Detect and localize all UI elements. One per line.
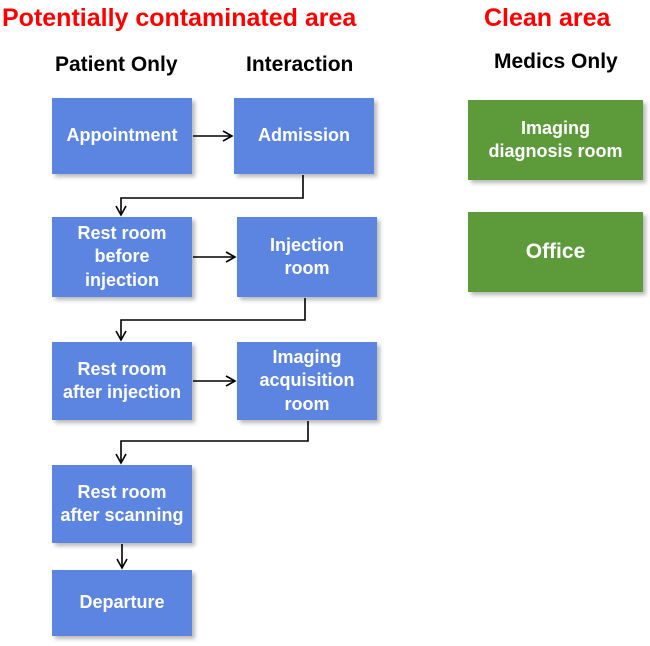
admission-node: Admission [234,98,374,174]
contaminated-area-title: Potentially contaminated area [2,4,357,32]
patient-only-header: Patient Only [55,53,178,76]
office-label: Office [525,240,586,264]
imaging-acquisition-room-node: Imaging acquisition room [237,342,377,420]
arrow-injection-to-rest-after-injection [115,298,306,342]
rest-room-after-scanning-label: Rest room after scanning [60,481,184,525]
admission-label: Admission [257,125,350,146]
imaging-acquisition-room-label: Imaging acquisition room [259,346,355,414]
rest-room-after-scanning-node: Rest room after scanning [52,465,192,543]
rest-room-after-injection-node: Rest room after injection [52,342,192,420]
rest-room-after-injection-label: Rest room after injection [62,358,182,402]
appointment-label: Appointment [66,125,178,146]
arrow-admission-to-rest-before [115,175,304,217]
imaging-diagnosis-room-label: Imaging diagnosis room [488,117,623,161]
rest-room-before-injection-label: Rest room before injection [77,222,167,290]
interaction-header: Interaction [246,53,354,76]
rest-room-before-injection-node: Rest room before injection [52,217,192,297]
imaging-diagnosis-room-node: Imaging diagnosis room [468,100,643,180]
clean-area-title: Clean area [484,4,611,32]
arrow-imaging-to-rest-after-scanning [115,421,309,465]
departure-label: Departure [79,592,165,613]
injection-room-node: Injection room [237,217,377,297]
medics-only-header: Medics Only [494,50,618,73]
injection-room-label: Injection room [269,234,344,278]
departure-node: Departure [52,570,192,636]
appointment-node: Appointment [52,98,192,174]
office-node: Office [468,212,643,292]
